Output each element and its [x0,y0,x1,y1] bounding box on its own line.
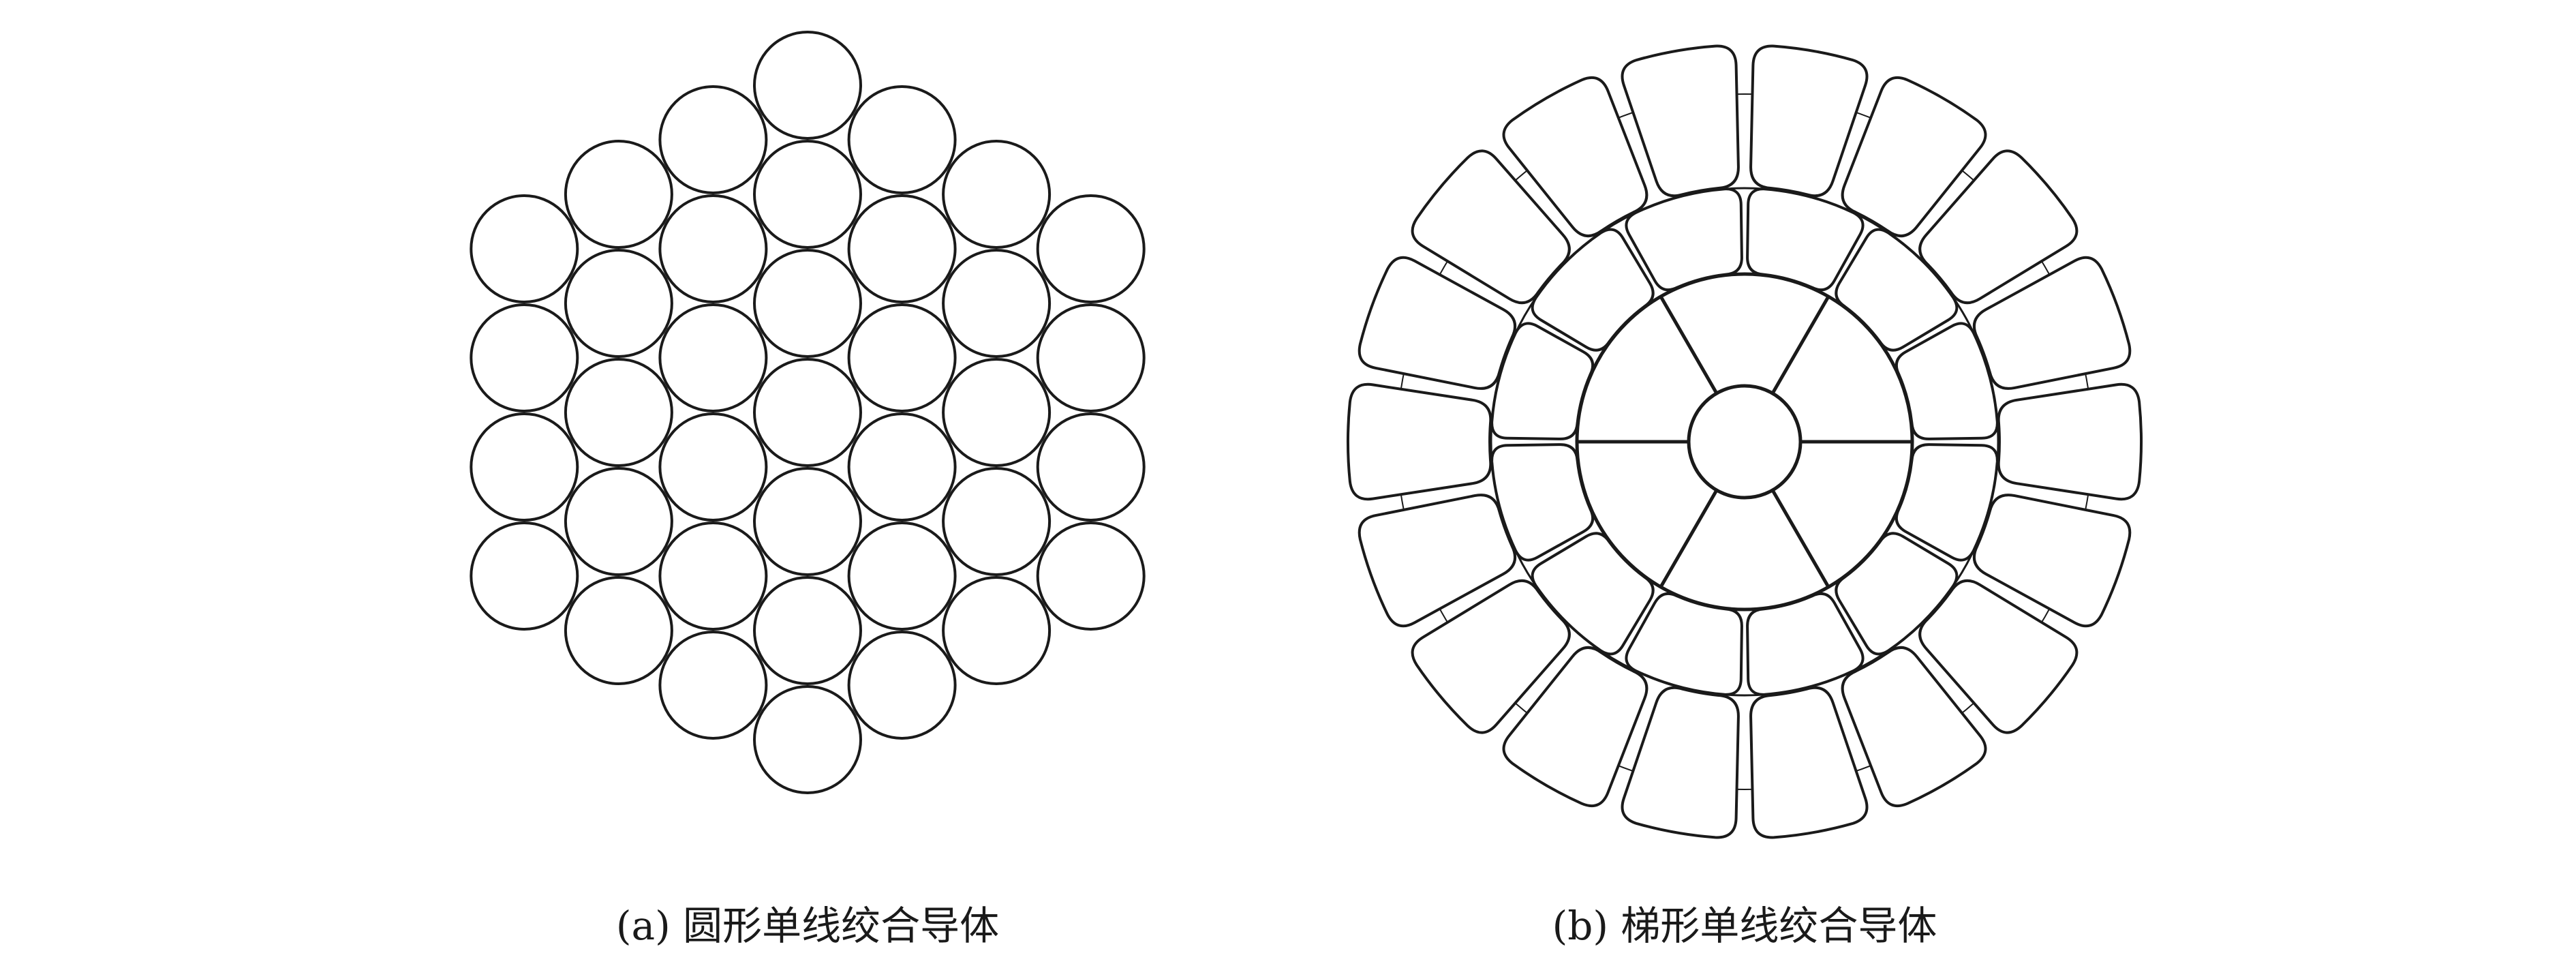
inner-segment-divider [1659,489,1719,588]
round-wire-strand [1036,412,1146,522]
round-wire-strand [1036,194,1146,303]
round-wire-strand [470,303,579,412]
outer-trapezoid-wire [1997,382,2143,501]
round-wire-strand [658,194,768,303]
round-wire-strand [847,194,957,303]
round-wire-strand [753,358,862,467]
round-wire-strand [847,522,957,631]
round-wire-strand [753,467,862,576]
round-wire-strand [658,85,768,194]
round-wire-strand [564,467,673,576]
round-wire-strand [470,412,579,522]
round-wire-strand [1036,522,1146,631]
round-wire-strand [847,412,957,522]
round-wire-strand [658,303,768,412]
center-wire [1687,384,1803,500]
outer-trapezoid-wire [1841,646,1987,808]
outer-trapezoid-wire [1358,256,1517,390]
round-wire-strand [564,576,673,685]
trapezoid-wire-conductor-cross-section [1346,44,2143,839]
round-wire-conductor-cross-section [470,31,1146,794]
caption-trapezoid-wire: (b) 梯形单线绞合导体 [1552,903,1937,949]
round-wire-strand [942,358,1052,467]
round-wire-strand [847,303,957,412]
outer-trapezoid-wire [1972,494,2132,628]
inner-segment-divider [1659,295,1719,395]
inner-segment-divider [1770,489,1830,588]
round-wire-strand [753,140,862,249]
outer-trapezoid-wire [1841,76,1987,237]
round-wire-strand [753,576,862,685]
round-wire-strand [564,249,673,358]
round-wire-strand [658,631,768,740]
round-wire-strand [658,412,768,522]
round-wire-strand [753,31,862,140]
outer-trapezoid-wire [1346,382,1492,501]
round-wire-strand [1036,303,1146,412]
round-wire-strand [942,249,1052,358]
outer-trapezoid-wire [1502,646,1649,808]
round-wire-strand [470,194,579,303]
round-wire-strand [942,576,1052,685]
inner-segment-divider [1770,295,1830,395]
round-wire-strand [847,85,957,194]
round-wire-strand [753,249,862,358]
round-wire-strand [564,140,673,249]
round-wire-strand [564,358,673,467]
round-wire-strand [847,631,957,740]
round-wire-strand [753,685,862,794]
round-wire-strand [470,522,579,631]
round-wire-strand [942,140,1052,249]
round-wire-strand [942,467,1052,576]
caption-round-wire: (a) 圆形单线绞合导体 [615,903,1000,949]
round-wire-strand [658,522,768,631]
outer-trapezoid-wire [1502,76,1649,237]
